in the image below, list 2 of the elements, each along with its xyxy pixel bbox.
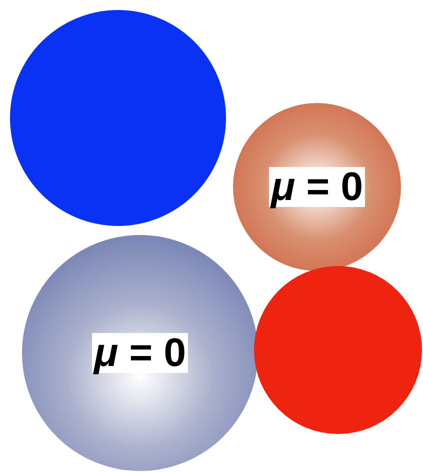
node-label: μ = 0	[269, 167, 365, 207]
node-label: μ = 0	[92, 333, 188, 373]
